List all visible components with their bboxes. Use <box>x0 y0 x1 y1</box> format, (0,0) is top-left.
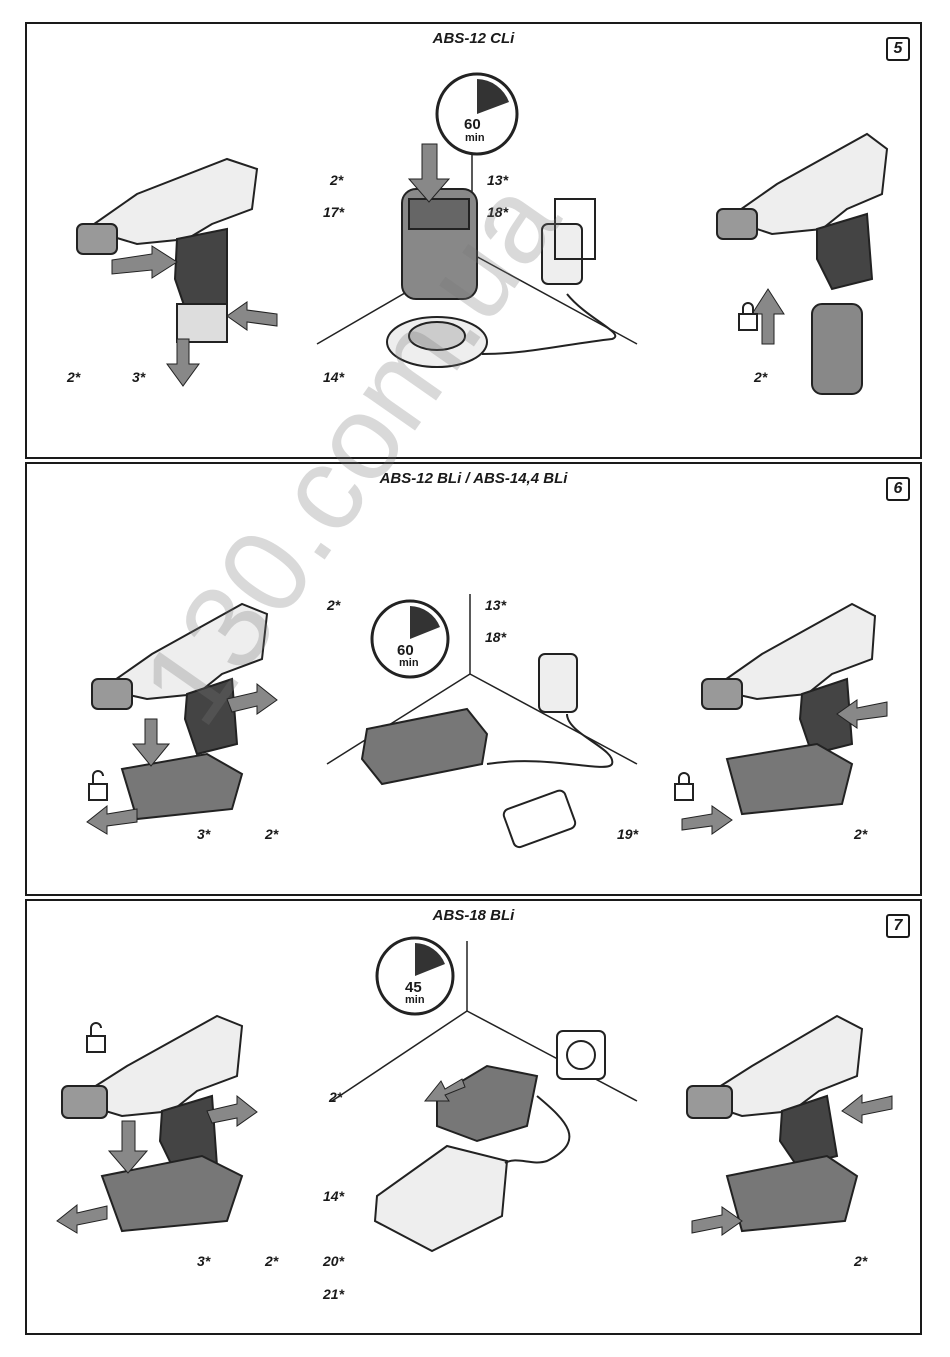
arrow-icon <box>682 806 732 834</box>
power-adapter-icon <box>542 199 595 284</box>
callout-20: 20* <box>323 1253 344 1269</box>
power-adapter-icon <box>539 654 577 712</box>
panel-number: 5 <box>886 37 910 61</box>
arrow-icon <box>692 1207 742 1235</box>
callout-2-left: 2* <box>265 1253 278 1269</box>
panel-7-illustration <box>27 901 922 1335</box>
drill-icon <box>687 1016 862 1166</box>
lock-icon <box>675 773 693 800</box>
unlock-icon <box>89 771 107 800</box>
timer-unit: min <box>405 994 425 1006</box>
callout-14: 14* <box>323 369 344 385</box>
callout-2: 2* <box>327 597 340 613</box>
callout-2: 2* <box>330 172 343 188</box>
battery-icon <box>402 189 477 299</box>
arrow-icon <box>109 1121 147 1173</box>
arrow-icon <box>57 1205 107 1233</box>
panel-title: ABS-12 BLi / ABS-14,4 BLi <box>27 470 920 487</box>
panel-5-illustration <box>27 24 922 459</box>
callout-3: 3* <box>132 369 145 385</box>
unlock-icon <box>87 1023 105 1052</box>
timer-unit: min <box>399 657 419 669</box>
arrow-icon <box>227 684 277 714</box>
battery-icon <box>812 304 862 394</box>
battery-icon <box>437 1066 537 1141</box>
callout-2: 2* <box>329 1089 342 1105</box>
charger-base-icon <box>387 317 487 367</box>
charger-icon <box>375 1146 507 1251</box>
battery-icon <box>727 1156 857 1231</box>
drill-icon <box>717 134 887 289</box>
callout-18: 18* <box>487 204 508 220</box>
arrow-icon <box>87 806 137 834</box>
callout-2-left: 2* <box>265 826 278 842</box>
battery-icon <box>122 754 242 819</box>
lock-icon <box>739 303 757 330</box>
led-indicator-icon <box>502 789 577 849</box>
panel-6-illustration <box>27 464 922 896</box>
callout-18: 18* <box>485 629 506 645</box>
arrow-icon <box>842 1095 892 1123</box>
callout-2-right: 2* <box>754 369 767 385</box>
charger-icon <box>362 709 487 784</box>
panel-5: ABS-12 CLi 5 60 min 2* 17* 13* 18* 14* 2… <box>25 22 922 459</box>
arrow-icon <box>133 719 169 766</box>
arrow-icon <box>112 246 177 278</box>
callout-2-right: 2* <box>854 826 867 842</box>
callout-21: 21* <box>323 1286 344 1302</box>
panel-number: 7 <box>886 914 910 938</box>
callout-2-left: 2* <box>67 369 80 385</box>
panel-7: ABS-18 BLi 7 45 min 2* 14* 20* 21* 3* 2*… <box>25 899 922 1335</box>
timer-value: 60 <box>464 116 481 133</box>
callout-2-right: 2* <box>854 1253 867 1269</box>
panel-number: 6 <box>886 477 910 501</box>
callout-3: 3* <box>197 826 210 842</box>
arrow-icon <box>167 339 199 386</box>
drill-icon <box>702 604 875 754</box>
timer-unit: min <box>465 132 485 144</box>
callout-19: 19* <box>617 826 638 842</box>
callout-13: 13* <box>487 172 508 188</box>
callout-14: 14* <box>323 1188 344 1204</box>
panel-title: ABS-12 CLi <box>27 30 920 47</box>
arrow-icon <box>227 302 277 330</box>
panel-title: ABS-18 BLi <box>27 907 920 924</box>
callout-17: 17* <box>323 204 344 220</box>
callout-3: 3* <box>197 1253 210 1269</box>
arrow-icon <box>207 1096 257 1126</box>
callout-13: 13* <box>485 597 506 613</box>
panel-6: ABS-12 BLi / ABS-14,4 BLi 6 60 min 2* 13… <box>25 462 922 896</box>
battery-icon <box>727 744 852 814</box>
wall-socket-icon <box>557 1031 605 1079</box>
drill-icon <box>92 604 267 754</box>
